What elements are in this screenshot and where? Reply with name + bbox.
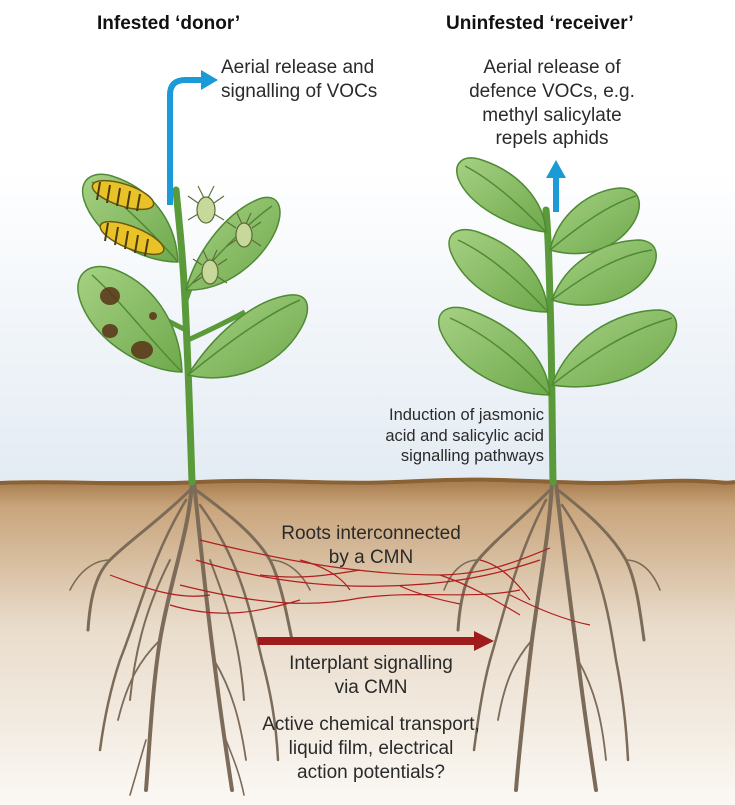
induction-label: Induction of jasmonic acid and salicylic… <box>354 405 544 467</box>
receiver-aerial-line-1: Aerial release of <box>483 57 621 78</box>
interplant-arrowhead <box>474 631 494 651</box>
interplant-line-2: via CMN <box>334 676 408 698</box>
donor-aerial-arrow <box>167 77 203 205</box>
induction-line-1: Induction of jasmonic <box>388 406 544 424</box>
interplant-label: Interplant signalling via CMN <box>258 652 484 700</box>
receiver-leaf-top-left <box>456 157 547 233</box>
donor-roots <box>69 478 311 796</box>
cmn-network <box>109 539 591 626</box>
receiver-plant <box>438 157 678 792</box>
induction-line-3: signalling pathways <box>400 447 544 466</box>
interplant-line-1: Interplant signalling <box>289 653 453 674</box>
mechanisms-line-1: Active chemical transport, <box>262 714 480 735</box>
receiver-title: Uninfested ‘receiver’ <box>446 13 634 34</box>
donor-leaf-lower-right <box>186 294 309 379</box>
caterpillar-icon <box>99 220 165 257</box>
receiver-leaf-low-right <box>550 309 678 388</box>
aphid-icon <box>187 185 225 224</box>
donor-aerial-arrowhead <box>201 70 218 90</box>
induction-line-2: acid and salicylic acid <box>385 426 544 445</box>
disease-spots <box>100 287 157 359</box>
aphid-icon <box>192 249 228 285</box>
roots-cmn-line-1: Roots interconnected <box>281 523 461 544</box>
receiver-leaf-low-left <box>438 306 551 396</box>
donor-aerial-label: Aerial release and signalling of VOCs <box>221 56 377 104</box>
donor-aerial-line-2: signalling of VOCs <box>221 80 378 102</box>
mechanisms-line-3: action potentials? <box>297 761 445 783</box>
donor-stem <box>172 186 196 486</box>
donor-plant <box>69 173 311 796</box>
receiver-aerial-line-2: defence VOCs, e.g. <box>469 80 635 102</box>
roots-cmn-label: Roots interconnected by a CMN <box>256 522 486 570</box>
roots-cmn-line-2: by a CMN <box>328 546 414 568</box>
donor-aerial-line-1: Aerial release and <box>221 57 375 78</box>
receiver-aerial-line-3: methyl salicylate <box>482 104 622 126</box>
receiver-leaf-mid-right <box>551 239 657 306</box>
mechanisms-label: Active chemical transport, liquid film, … <box>236 713 506 784</box>
soil-surface <box>0 477 735 486</box>
receiver-aerial-line-4: repels aphids <box>495 128 609 150</box>
receiver-leaf-mid-left <box>448 229 549 313</box>
aphid-icon <box>226 212 262 248</box>
caterpillar-icon <box>91 179 155 212</box>
mechanisms-line-2: liquid film, electrical <box>288 737 454 759</box>
donor-title: Infested ‘donor’ <box>97 13 241 34</box>
receiver-roots <box>443 478 661 792</box>
receiver-aerial-arrowhead <box>546 160 566 178</box>
receiver-aerial-label: Aerial release of defence VOCs, e.g. met… <box>452 56 652 151</box>
receiver-stem <box>542 206 557 486</box>
